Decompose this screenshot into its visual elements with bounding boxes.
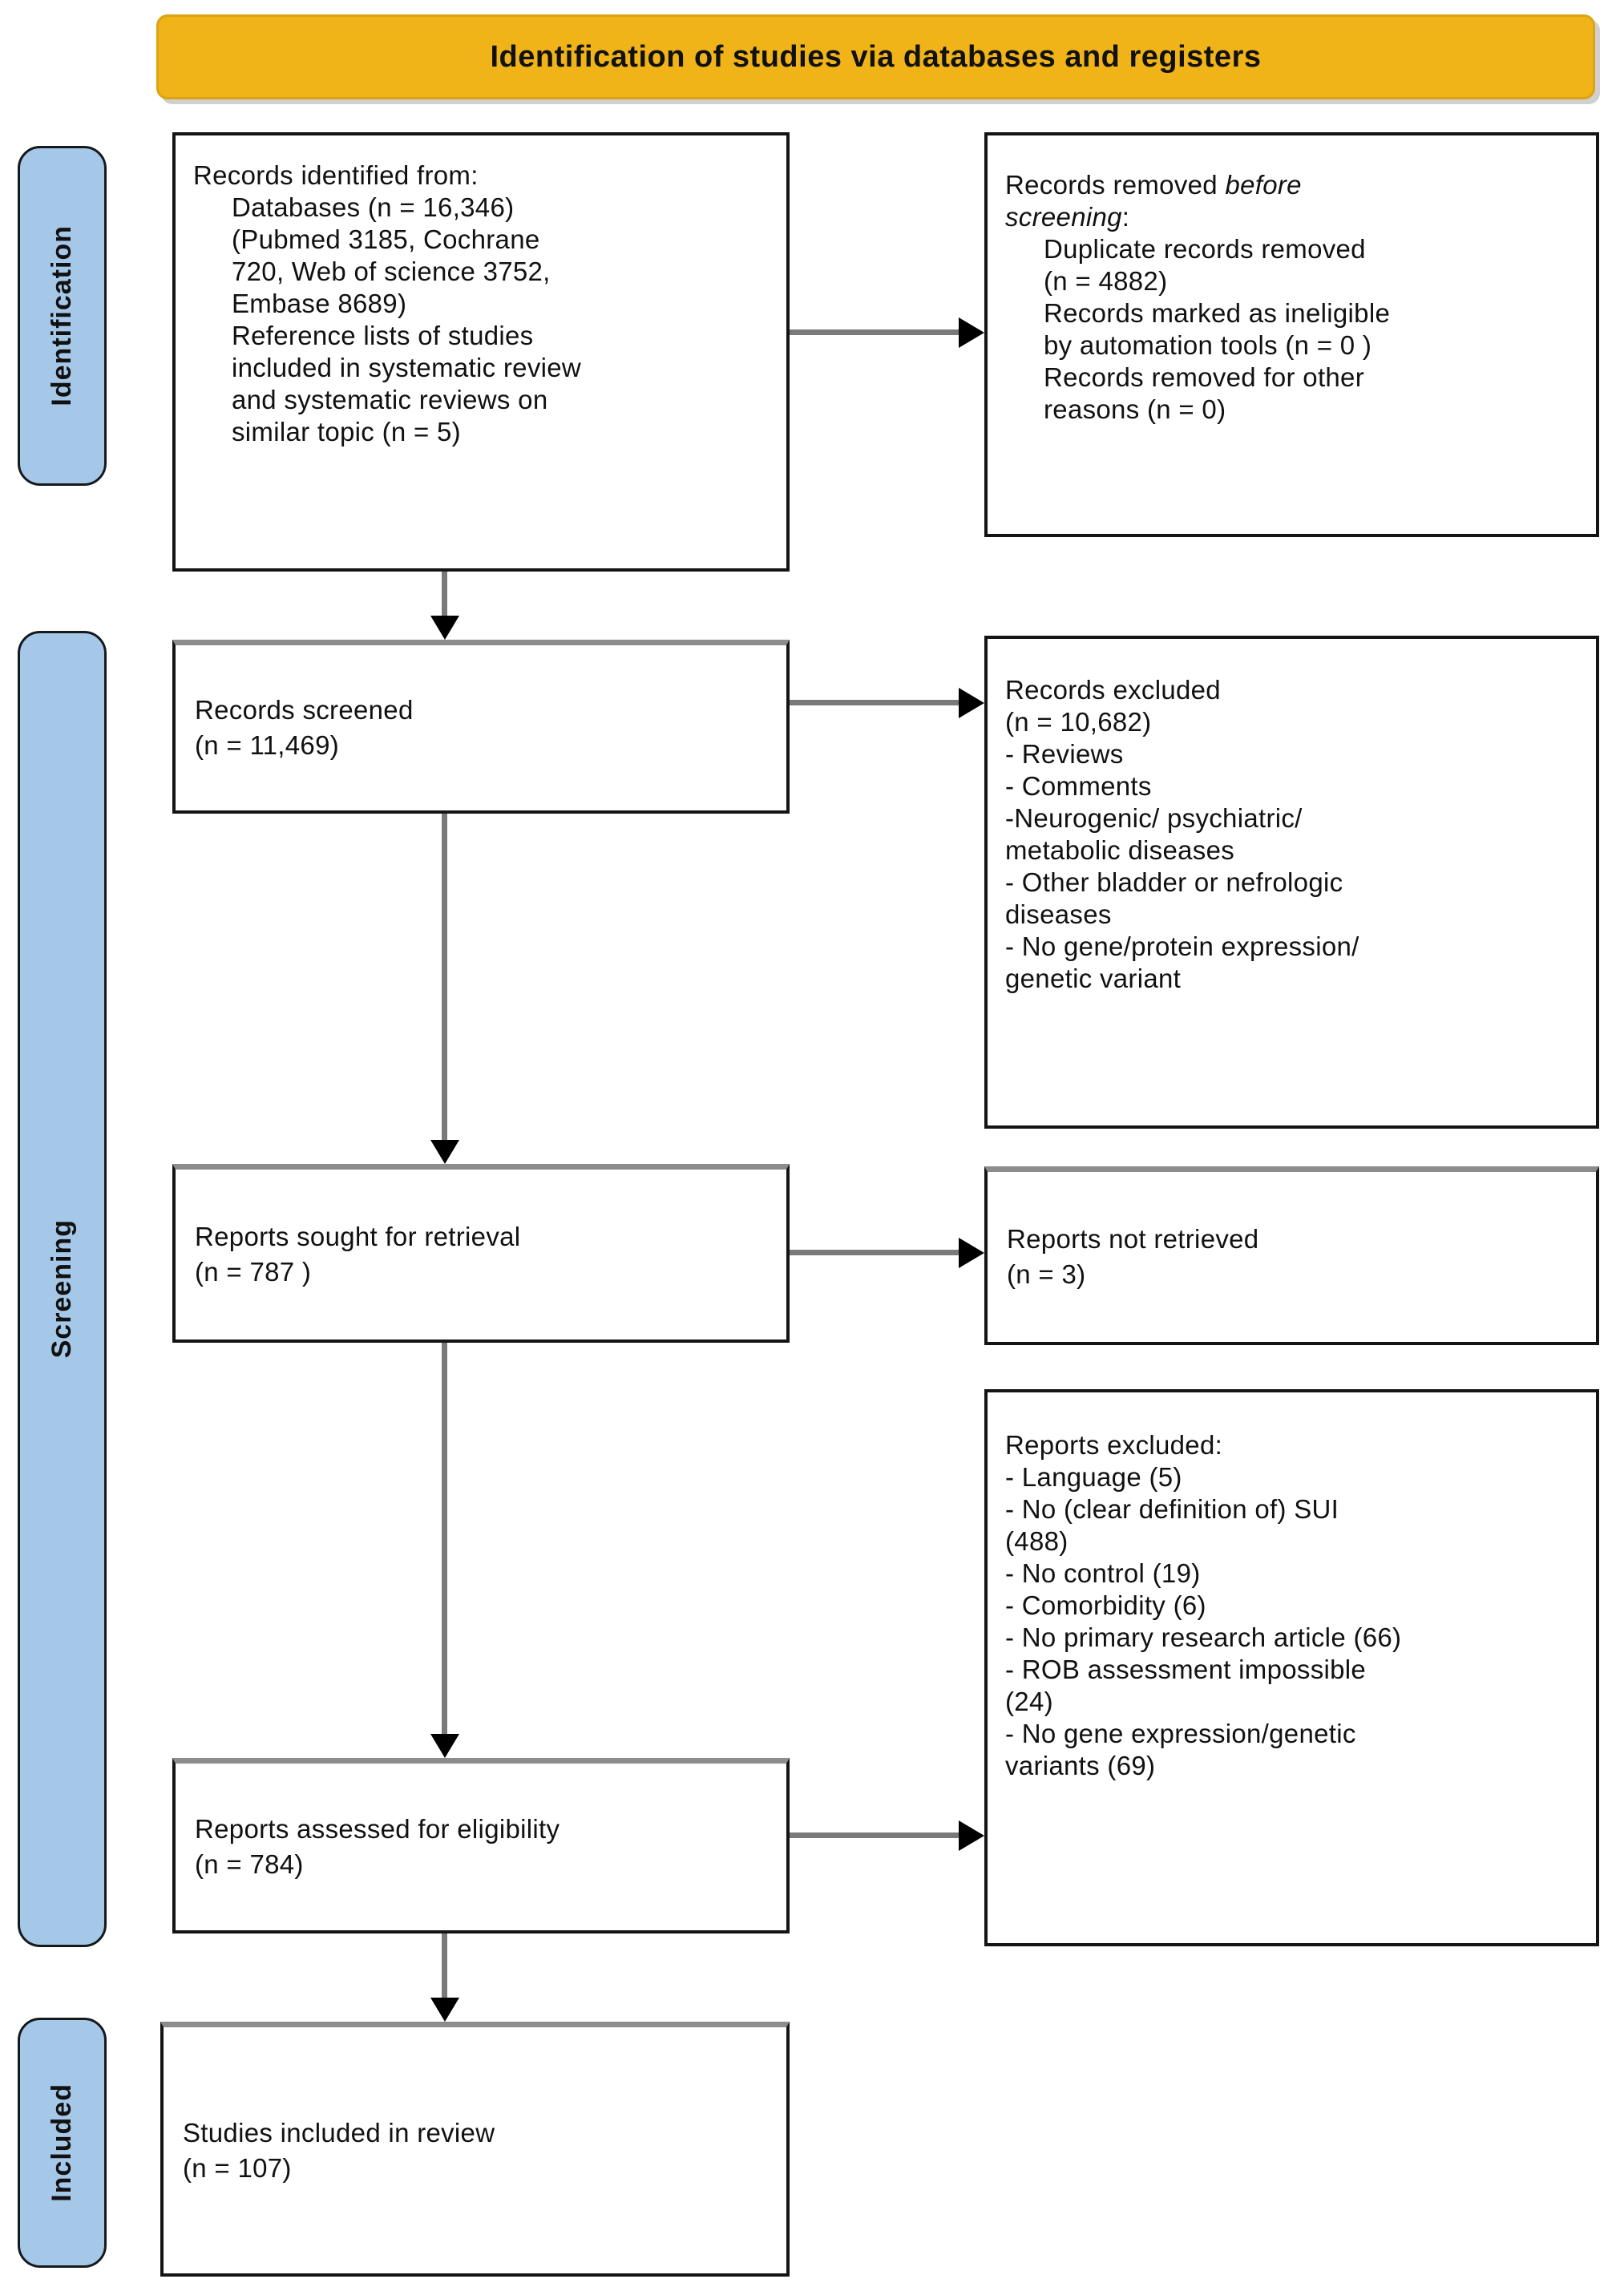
box-line: included in systematic review <box>232 353 582 382</box>
box-records-identified: Records identified from: Databases (n = … <box>172 132 790 572</box>
arrowhead-down-icon <box>430 1734 459 1758</box>
box-line: Reports not retrieved <box>1007 1224 1259 1254</box>
box-line-list: Databases (n = 16,346)(Pubmed 3185, Coch… <box>193 192 770 448</box>
box-line-list: Reports excluded:- Language (5)- No (cle… <box>1005 1429 1580 1782</box>
box-line-list: Studies included in review (n = 107) <box>183 2115 772 2186</box>
box-line: Studies included in review <box>183 2117 495 2148</box>
box-line: - Comorbidity (6) <box>1005 1590 1206 1620</box>
box-line: (n = 107) <box>183 2152 292 2183</box>
stage-label-identification: Identification <box>46 225 77 406</box>
box-line: Records screened <box>195 695 414 725</box>
box-line: by automation tools (n = 0 ) <box>1044 330 1372 360</box>
box-line: Reference lists of studies <box>232 321 534 350</box>
box-title-line-1: Records removed before <box>1005 170 1302 200</box>
box-line: (24) <box>1005 1687 1053 1716</box>
box-records-removed-before-screening: Records removed before screening: Duplic… <box>984 132 1599 537</box>
box-records-screened: Records screened (n = 11,469) <box>172 640 790 814</box>
box-line-list: Records screened (n = 11,469) <box>195 693 772 763</box>
arrow-line <box>442 572 447 620</box>
box-line: Records excluded <box>1005 675 1221 705</box>
box-line: Reports excluded: <box>1005 1430 1223 1460</box>
box-line: variants (69) <box>1005 1751 1156 1780</box>
banner-identification-of-studies: Identification of studies via databases … <box>156 14 1595 99</box>
arrowhead-down-icon <box>430 616 459 640</box>
box-line: Duplicate records removed <box>1044 234 1366 264</box>
box-line: - Language (5) <box>1005 1462 1182 1492</box>
arrowhead-right-icon <box>959 317 984 348</box>
stage-label-included: Included <box>46 2083 77 2202</box>
box-line: Embase 8689) <box>232 289 407 318</box>
box-line: Reports assessed for eligibility <box>195 1814 560 1844</box>
box-line: metabolic diseases <box>1005 835 1235 865</box>
arrowhead-down-icon <box>430 1140 459 1164</box>
box-line: (n = 4882) <box>1044 266 1168 296</box>
arrow-line <box>790 1250 959 1255</box>
arrow-line <box>442 1343 447 1738</box>
box-line: - Comments <box>1005 771 1152 801</box>
box-title-line-2: screening: <box>1005 202 1130 232</box>
stage-label-screening: Screening <box>46 1219 77 1359</box>
box-line: reasons (n = 0) <box>1044 394 1226 424</box>
box-line: similar topic (n = 5) <box>232 417 461 446</box>
box-line: (n = 784) <box>195 1849 304 1879</box>
box-line: -Neurogenic/ psychiatric/ <box>1005 803 1303 833</box>
box-reports-assessed-for-eligibility: Reports assessed for eligibility (n = 784… <box>172 1758 790 1933</box>
box-line-list: Duplicate records removed(n = 4882)Recor… <box>1005 233 1580 426</box>
box-line: - No (clear definition of) SUI <box>1005 1494 1339 1524</box>
box-reports-sought-for-retrieval: Reports sought for retrieval (n = 787 ) <box>172 1164 790 1343</box>
box-records-excluded: Records excluded(n = 10,682)- Reviews- C… <box>984 636 1599 1129</box>
arrowhead-right-icon <box>959 1820 984 1851</box>
arrowhead-right-icon <box>959 688 984 718</box>
box-line: diseases <box>1005 899 1112 929</box>
box-line: - ROB assessment impossible <box>1005 1655 1367 1684</box>
box-line: - No control (19) <box>1005 1558 1201 1588</box>
arrow-line <box>790 700 959 705</box>
box-line: and systematic reviews on <box>232 385 548 414</box>
box-line: - No gene expression/genetic <box>1005 1719 1356 1748</box>
box-line: (488) <box>1005 1526 1069 1556</box>
box-line-list: Reports sought for retrieval (n = 787 ) <box>195 1219 772 1290</box>
box-reports-excluded: Reports excluded:- Language (5)- No (cle… <box>984 1389 1599 1946</box>
box-line: (Pubmed 3185, Cochrane <box>232 224 540 254</box>
box-reports-not-retrieved: Reports not retrieved (n = 3) <box>984 1166 1599 1345</box>
box-line: Databases (n = 16,346) <box>232 192 515 222</box>
italic-screening: screening <box>1005 202 1122 232</box>
italic-before: before <box>1225 170 1302 200</box>
arrowhead-right-icon <box>959 1238 984 1268</box>
arrow-line <box>442 814 447 1144</box>
box-line: (n = 3) <box>1007 1259 1086 1289</box>
arrow-line <box>790 1832 959 1838</box>
stage-bar-screening: Screening <box>18 631 107 1947</box>
stage-bar-included: Included <box>18 2018 107 2268</box>
box-line: genetic variant <box>1005 964 1182 993</box>
box-line: (n = 10,682) <box>1005 707 1152 737</box>
box-line: - Reviews <box>1005 739 1124 769</box>
arrowhead-down-icon <box>430 1998 459 2022</box>
box-line-list: Reports assessed for eligibility (n = 784… <box>195 1812 772 1882</box>
box-line-list: Records excluded(n = 10,682)- Reviews- C… <box>1005 674 1580 995</box>
box-line: (n = 11,469) <box>195 730 340 760</box>
box-studies-included-in-review: Studies included in review (n = 107) <box>160 2022 790 2277</box>
box-title: Records identified from: <box>193 160 479 190</box>
box-line: - No primary research article (66) <box>1005 1622 1402 1652</box>
box-line: (n = 787 ) <box>195 1257 312 1287</box>
stage-bar-identification: Identification <box>18 146 107 486</box>
arrow-line <box>442 1933 447 2002</box>
box-line: Records removed for other <box>1044 362 1365 392</box>
box-line: - Other bladder or nefrologic <box>1005 867 1343 897</box>
box-line: - No gene/protein expression/ <box>1005 931 1359 961</box>
box-line: 720, Web of science 3752, <box>232 257 551 286</box>
banner-title: Identification of studies via databases … <box>490 39 1262 74</box>
box-line-list: Reports not retrieved (n = 3) <box>1007 1222 1582 1292</box>
box-line: Records marked as ineligible <box>1044 298 1391 328</box>
box-line: Reports sought for retrieval <box>195 1222 521 1251</box>
arrow-line <box>790 329 959 335</box>
